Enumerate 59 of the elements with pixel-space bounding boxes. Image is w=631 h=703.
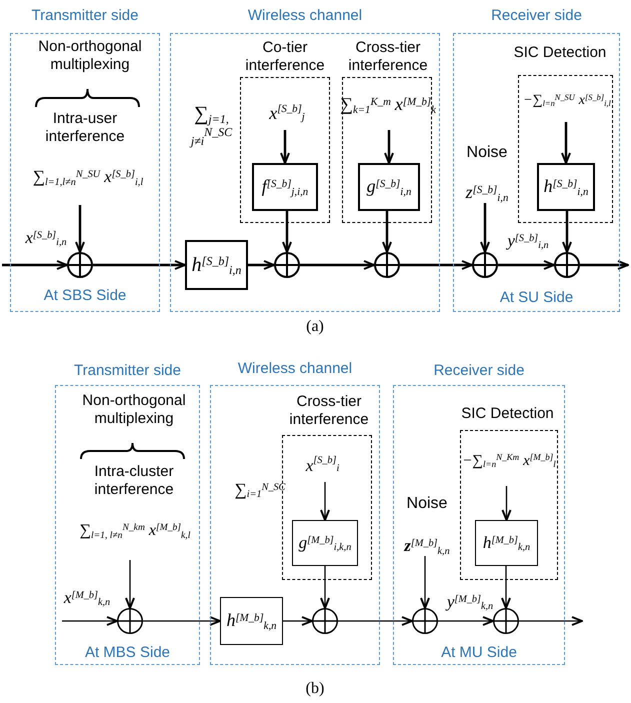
arrow xyxy=(438,616,494,626)
summing-junction xyxy=(412,608,438,634)
section-footer: At MBS Side xyxy=(84,642,170,664)
section-heading: Wireless channel xyxy=(238,358,352,379)
arrow xyxy=(2,260,68,270)
panel-label: (a) xyxy=(306,317,324,337)
arrow xyxy=(498,260,555,270)
section-heading: Wireless channel xyxy=(248,6,362,26)
summing-junction xyxy=(374,252,400,278)
arrow xyxy=(282,211,292,253)
section-heading: Transmitter side xyxy=(32,6,138,26)
arrow xyxy=(480,203,490,253)
arrow xyxy=(502,486,512,521)
arrow xyxy=(300,260,375,270)
group-label: Non-orthogonal multiplexing xyxy=(81,392,187,428)
section-heading: Receiver side xyxy=(491,6,582,26)
group-label: SIC Detection xyxy=(461,405,554,423)
arrow xyxy=(248,260,275,270)
section-heading: Transmitter side xyxy=(74,360,181,381)
summing-junction xyxy=(274,252,300,278)
arrow xyxy=(283,616,313,626)
summing-junction xyxy=(117,608,143,634)
text-label: Noise xyxy=(406,494,448,514)
arrow xyxy=(384,130,394,164)
section-footer: At SBS Side xyxy=(44,284,126,308)
summing-junction xyxy=(493,608,519,634)
group-label: Co-tier interference xyxy=(244,39,326,75)
arrow xyxy=(519,616,583,626)
arrow xyxy=(125,560,135,609)
section-heading: Receiver side xyxy=(434,360,524,381)
arrow xyxy=(93,260,186,270)
summing-junction xyxy=(472,252,498,278)
summing-junction xyxy=(67,252,93,278)
section-footer: At MU Side xyxy=(441,642,517,664)
arrow xyxy=(338,616,413,626)
group-label: Cross-tier interference xyxy=(347,39,429,75)
arrow xyxy=(580,260,629,270)
arrow xyxy=(562,211,572,253)
arrow xyxy=(320,482,330,521)
summing-junction xyxy=(554,252,580,278)
group-label: SIC Detection xyxy=(514,44,606,62)
group-label: Intra-cluster interference xyxy=(93,463,175,499)
arrow xyxy=(75,205,85,253)
arrow xyxy=(280,130,290,164)
group-label: Cross-tier interference xyxy=(288,393,370,429)
arrow xyxy=(501,566,511,609)
arrow xyxy=(382,211,392,253)
arrow xyxy=(320,566,330,609)
arrow xyxy=(420,556,430,609)
arrow xyxy=(143,616,221,626)
text-label: Noise xyxy=(466,143,508,162)
arrow xyxy=(400,260,473,270)
section-footer: At SU Side xyxy=(500,286,574,310)
arrow xyxy=(561,122,571,164)
group-label: Non-orthogonal multiplexing xyxy=(37,38,143,74)
arrow xyxy=(62,616,118,626)
panel-label: (b) xyxy=(306,679,324,699)
group-label: Intra-user interference xyxy=(44,110,126,146)
summing-junction xyxy=(312,608,338,634)
